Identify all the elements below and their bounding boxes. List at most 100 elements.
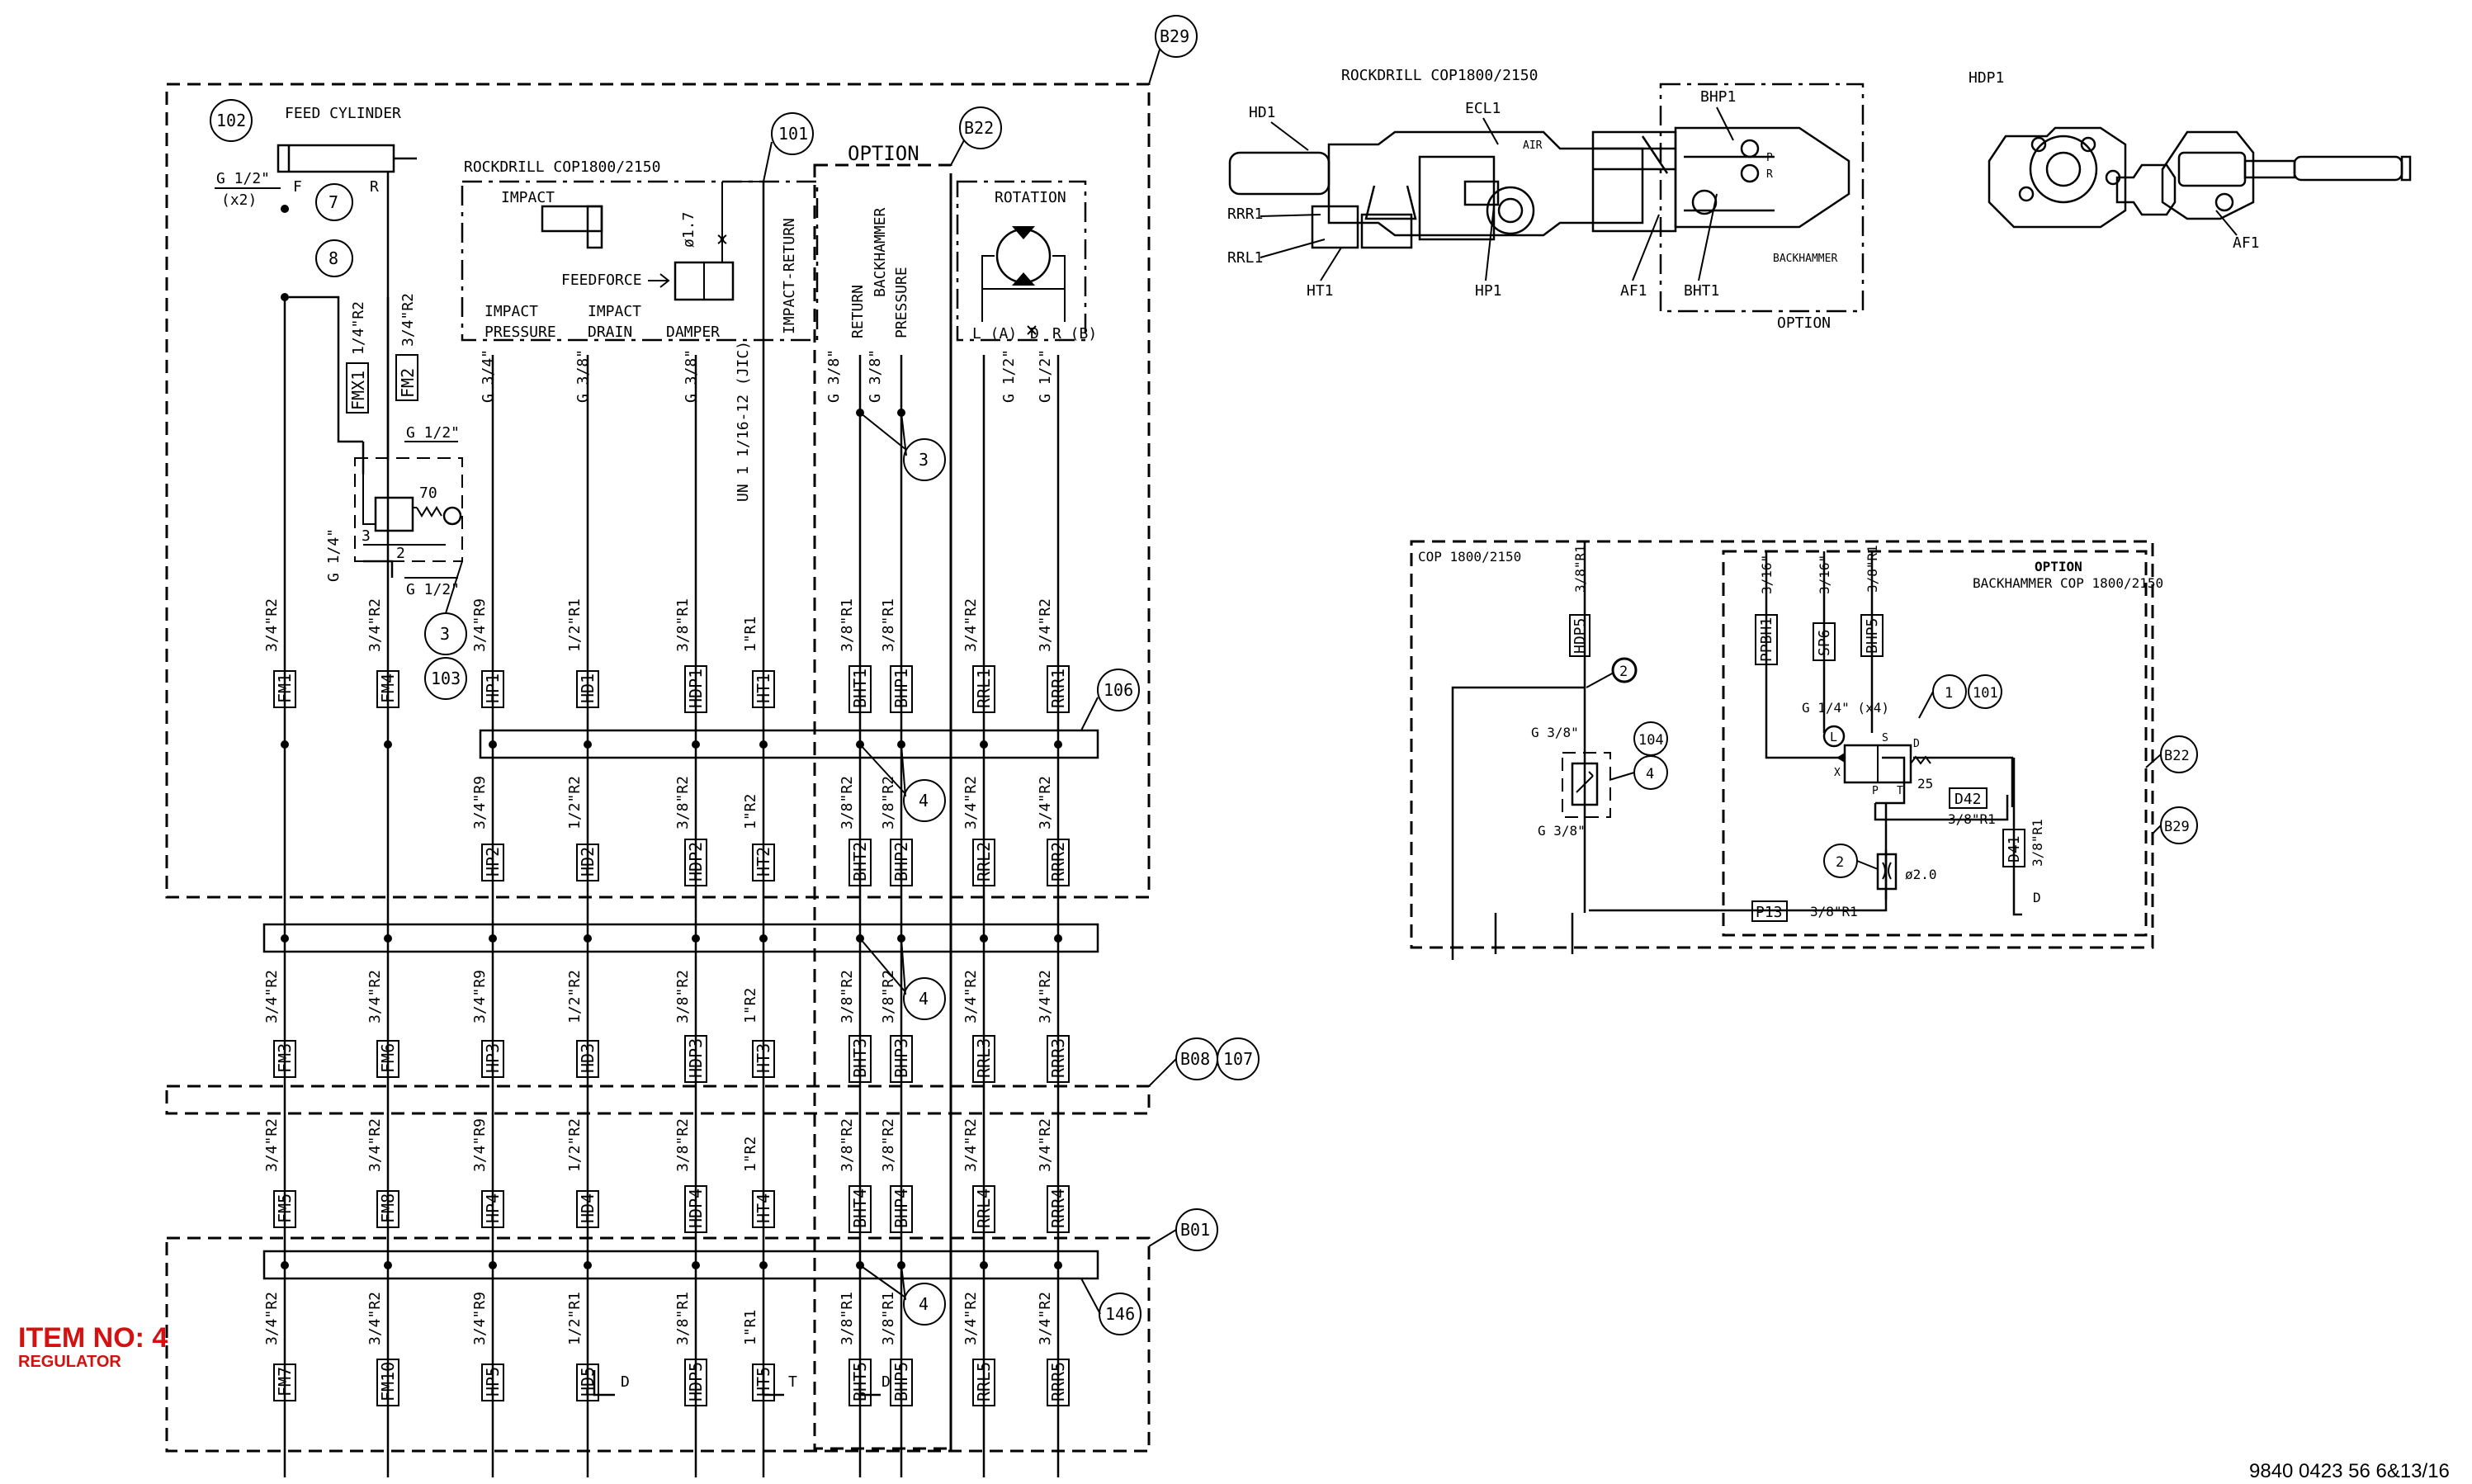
svg-text:4: 4 — [919, 791, 929, 811]
line-tag: FM4 — [378, 673, 398, 703]
junction-dot — [384, 1261, 392, 1269]
manifold-bar-146 — [262, 1250, 1099, 1280]
schem-balloon-b22: B22 — [2160, 735, 2198, 773]
svg-text:HDP5: HDP5 — [1572, 618, 1589, 654]
line-tag: BHP2 — [891, 842, 911, 881]
svg-text:B29: B29 — [2164, 819, 2190, 835]
balloon-b01: B01 — [1175, 1208, 1218, 1251]
schematic-lines — [1451, 541, 2022, 960]
line-tag: HP5 — [483, 1367, 503, 1397]
svg-text:102: 102 — [216, 111, 246, 130]
line-tag-box — [376, 670, 399, 708]
fitting-rrl: G 1/2" — [1000, 349, 1018, 403]
line-size: 3/4"R9 — [471, 598, 489, 652]
line-tag: FM10 — [378, 1362, 398, 1401]
schem-balloon-104: 104 — [1633, 721, 1668, 756]
line-tag-box — [972, 839, 995, 886]
line-tag: BHP5 — [891, 1362, 911, 1401]
line-tag-box — [972, 665, 995, 713]
schem-size-d41: 3/8"R1 — [2030, 819, 2045, 867]
line-size: 3/4"R2 — [263, 598, 281, 652]
line-tag-box — [752, 670, 775, 708]
line-size: 3/8"R2 — [674, 776, 692, 829]
label-impact-pressure-2: PRESSURE — [484, 324, 556, 341]
line-tag-box — [376, 1190, 399, 1228]
balloon-4a: 4 — [903, 779, 946, 822]
drain-d2: D — [882, 1373, 891, 1391]
line-size: 3/4"R2 — [366, 970, 384, 1023]
line-tag: HD3 — [578, 1043, 598, 1073]
rotation-motor — [981, 226, 1066, 335]
balloon-107: 107 — [1217, 1037, 1260, 1080]
line-tag-box — [684, 839, 707, 886]
label-val70: 70 — [419, 484, 437, 502]
schem-g38-top: G 3/8" — [1531, 725, 1579, 740]
junction-dot — [980, 740, 988, 749]
junction-dot — [1054, 740, 1062, 749]
size-fm2: 3/4"R2 — [399, 293, 417, 347]
line-size: 3/4"R2 — [962, 1118, 980, 1172]
schem-tag-bhp5: BHP5 — [1860, 614, 1884, 657]
schem-port-t: T — [1897, 785, 1903, 797]
line-size: 3/4"R2 — [962, 970, 980, 1023]
line-tag-box — [752, 1363, 775, 1401]
line-tag: FM7 — [275, 1367, 295, 1397]
line-tag-box — [481, 1190, 504, 1228]
label-port3: 3 — [362, 527, 371, 545]
line-tag-box — [890, 1359, 913, 1406]
schem-balloon-101: 101 — [1968, 674, 2002, 709]
line-tag: RRR5 — [1048, 1362, 1068, 1401]
rockdrill-end-view — [1988, 126, 2412, 229]
line-size: 3/4"R2 — [366, 598, 384, 652]
line-size: 3/8"R2 — [880, 970, 897, 1023]
schem-port-l: L — [1830, 730, 1837, 744]
junction-dot — [584, 934, 592, 943]
fitting-ht: UN 1 1/16-12 (JIC) — [735, 341, 752, 502]
line-tag-box — [481, 670, 504, 708]
line-size: 3/8"R1 — [880, 1292, 897, 1345]
schem-size-ppbh1: 3/16" — [1759, 555, 1775, 594]
line-size: 3/8"R2 — [880, 776, 897, 829]
schem-tag-d41: D41 — [2002, 829, 2025, 867]
line-tag-box — [848, 1185, 872, 1233]
drill-label-p: P — [1766, 152, 1773, 164]
junction-dot — [281, 1261, 289, 1269]
label-impact-return: IMPACT-RETURN — [781, 218, 798, 334]
schem-tag-ppbh1: PPBH1 — [1755, 614, 1778, 665]
line-size: 3/8"R1 — [674, 598, 692, 652]
schem-tag-sp6: SP6 — [1813, 622, 1836, 661]
line-tag: HD1 — [578, 673, 598, 703]
svg-text:D41: D41 — [2006, 835, 2023, 863]
line-tag-box — [576, 1190, 599, 1228]
svg-text:3: 3 — [919, 450, 929, 470]
drill-label-option: OPTION — [1777, 314, 1831, 332]
line-tag-box — [752, 1040, 775, 1078]
drill-label-bht1: BHT1 — [1684, 282, 1719, 300]
balloon-b29: B29 — [1155, 15, 1198, 58]
balloon-101: 101 — [771, 112, 814, 155]
balloon-4b: 4 — [903, 977, 946, 1020]
svg-text:B22: B22 — [964, 118, 994, 138]
schematic-check-valve — [1562, 752, 1611, 818]
line-tag: BHT4 — [850, 1189, 870, 1228]
line-size: 3/8"R2 — [880, 1118, 897, 1172]
size-fmx1: 1/4"R2 — [350, 301, 367, 355]
line-size: 3/4"R9 — [471, 970, 489, 1023]
line-size: 1/2"R1 — [566, 598, 584, 652]
svg-text:D42: D42 — [1954, 791, 1982, 808]
schem-balloon-4: 4 — [1633, 755, 1668, 790]
svg-text:7: 7 — [328, 192, 338, 212]
svg-text:146: 146 — [1105, 1304, 1135, 1324]
line-size: 1/2"R2 — [566, 776, 584, 829]
svg-text:104: 104 — [1638, 732, 1664, 749]
line-tag: FM3 — [275, 1043, 295, 1073]
balloon-b08: B08 — [1175, 1037, 1218, 1080]
frame-b01 — [165, 1236, 1151, 1453]
line-size: 3/4"R9 — [471, 1292, 489, 1345]
tag-fmx1: FMX1 — [348, 371, 368, 410]
junction-dot — [584, 1261, 592, 1269]
line-tag-box — [576, 1040, 599, 1078]
schematic-frame-b29 — [1410, 540, 2154, 949]
line-tag-box — [273, 1040, 296, 1078]
schem-tag-d42: D42 — [1949, 787, 1988, 809]
